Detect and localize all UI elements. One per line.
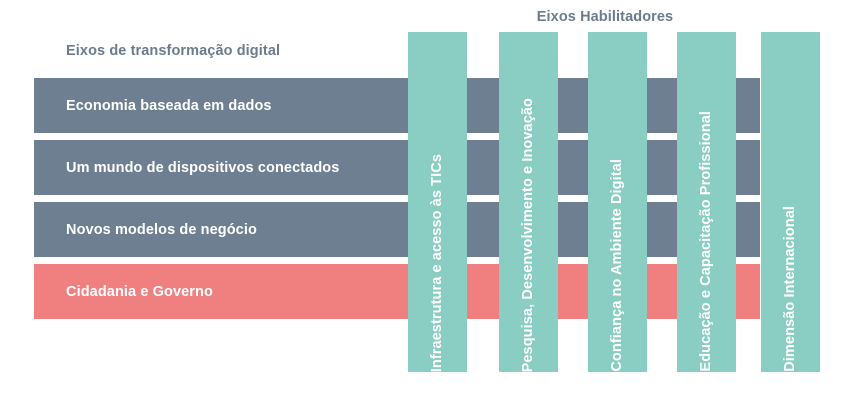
transformation-axes-heading: Eixos de transformação digital <box>66 43 281 59</box>
transformation-axis-label: Economia baseada em dados <box>66 97 272 114</box>
transformation-axis-label: Novos modelos de negócio <box>66 221 257 238</box>
enabler-axis-column: Pesquisa, Desenvolvimento e Inovação <box>499 32 558 372</box>
enabler-axis-column: Dimensão Internacional <box>761 32 820 372</box>
enabler-axis-column: Educação e Capacitação Profissional <box>677 32 736 372</box>
transformation-axis-label: Cidadania e Governo <box>66 283 213 300</box>
enabler-axis-label: Pesquisa, Desenvolvimento e Inovação <box>520 97 536 372</box>
enabler-axis-label: Educação e Capacitação Profissional <box>698 111 714 372</box>
transformation-axis-label: Um mundo de dispositivos conectados <box>66 159 340 176</box>
enabler-axis-column: Confiança no Ambiente Digital <box>588 32 647 372</box>
enabler-axis-column: Infraestrutura e acesso às TICs <box>408 32 467 372</box>
enabler-axis-label: Dimensão Internacional <box>782 206 798 372</box>
enablers-heading: Eixos Habilitadores <box>536 9 674 25</box>
enabler-axis-label: Confiança no Ambiente Digital <box>609 159 625 372</box>
enabler-axis-label: Infraestrutura e acesso às TICs <box>429 153 445 372</box>
